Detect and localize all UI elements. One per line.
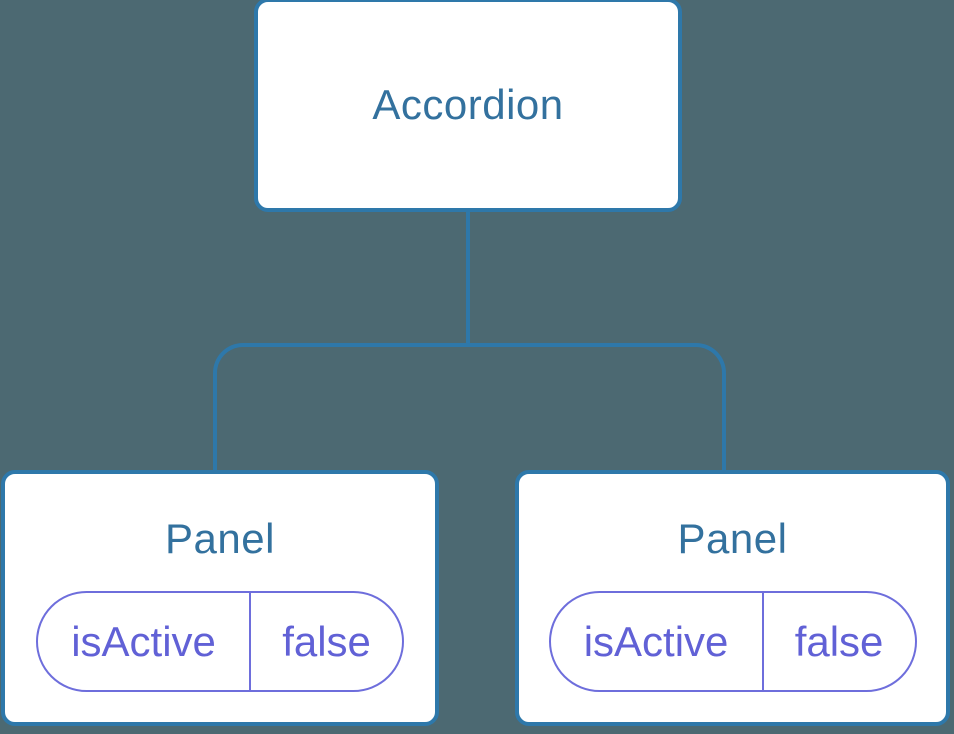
- accordion-node: Accordion: [254, 0, 682, 212]
- panel-left-state-key: isActive: [38, 593, 252, 690]
- panel-left-state-pill: isActive false: [36, 591, 404, 692]
- panel-left-label: Panel: [165, 515, 275, 562]
- branch-connector-bracket: [213, 343, 726, 470]
- panel-right-label: Panel: [677, 515, 788, 562]
- panel-right-state-value: false: [794, 617, 884, 665]
- accordion-node-label: Accordion: [372, 81, 564, 128]
- panel-node-right: Panel isActive false: [515, 470, 950, 726]
- root-connector-line: [466, 212, 470, 345]
- panel-left-state-value: false: [282, 617, 371, 665]
- panel-right-state-key: isActive: [551, 593, 764, 690]
- panel-node-left: Panel isActive false: [1, 470, 439, 726]
- panel-right-state-pill: isActive false: [548, 591, 917, 692]
